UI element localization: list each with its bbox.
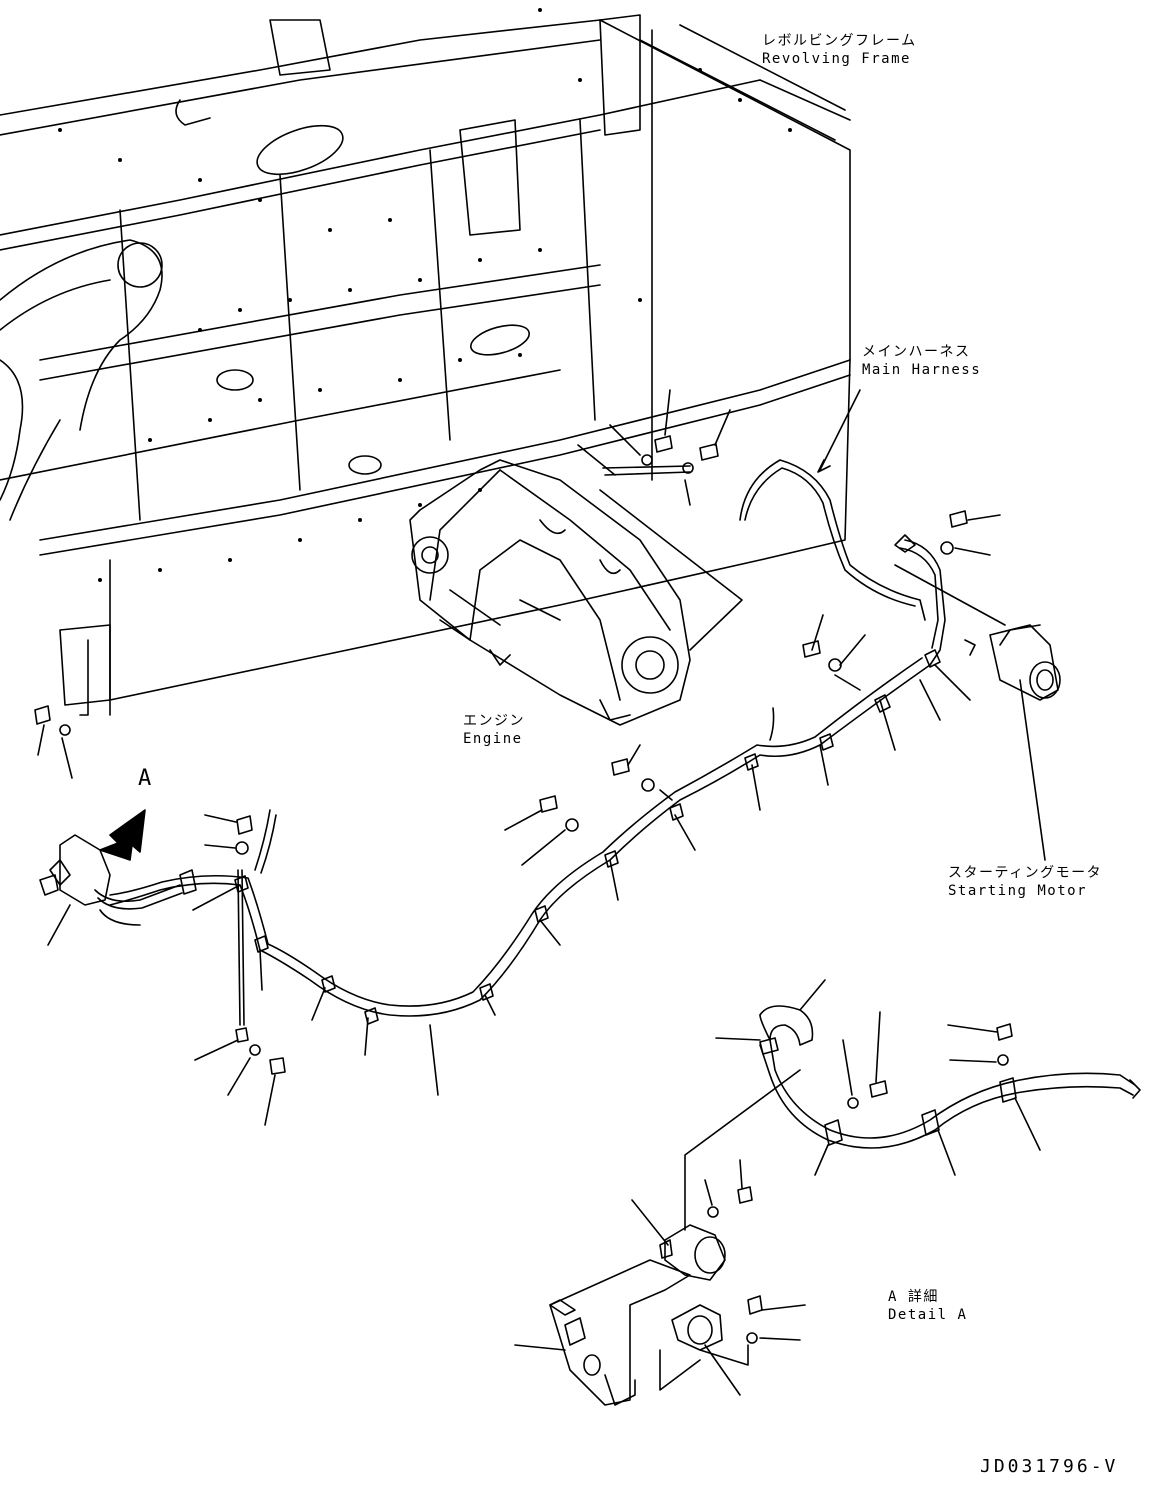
- bolt-group-top: [641, 435, 719, 474]
- revolving-frame-label: レボルビングフレーム Revolving Frame: [762, 32, 917, 68]
- drawing-number: JD031796-V: [980, 1456, 1119, 1477]
- fastener-group-middle: [504, 510, 1046, 866]
- controller-box: [39, 834, 183, 926]
- fastener-group-left: [34, 705, 286, 1126]
- view-arrow-a: [99, 809, 146, 861]
- starting-motor-label-en: Starting Motor: [948, 883, 1088, 899]
- main-harness-leader: [819, 389, 861, 471]
- revolving-frame-label-en: Revolving Frame: [762, 51, 911, 67]
- revolving-frame-label-jp: レボルビングフレーム: [762, 33, 917, 49]
- detail-a-label-en: Detail A: [888, 1307, 968, 1323]
- engine-label-en: Engine: [463, 731, 523, 747]
- ground-cable: [577, 389, 743, 651]
- view-marker-a: A: [138, 766, 152, 791]
- main-harness-label: メインハーネス Main Harness: [862, 343, 981, 379]
- engine-label: エンジン Engine: [463, 712, 525, 748]
- harness-leaders: [47, 664, 971, 1096]
- starting-motor-label-jp: スターティングモータ: [948, 865, 1103, 881]
- revolving-frame-illustration: [0, 8, 851, 716]
- main-harness-long-run: [109, 649, 941, 1026]
- main-harness-label-en: Main Harness: [862, 362, 982, 378]
- engine-illustration: [409, 459, 691, 726]
- detail-a-label-jp: A 詳細: [888, 1289, 939, 1305]
- starting-motor-label: スターティングモータ Starting Motor: [948, 864, 1102, 900]
- detail-a-label: A 詳細 Detail A: [888, 1288, 967, 1324]
- engine-label-jp: エンジン: [463, 713, 525, 729]
- main-harness-label-jp: メインハーネス: [862, 344, 971, 360]
- main-harness-upper: [739, 459, 1061, 701]
- detail-a-illustration: [514, 979, 1141, 1406]
